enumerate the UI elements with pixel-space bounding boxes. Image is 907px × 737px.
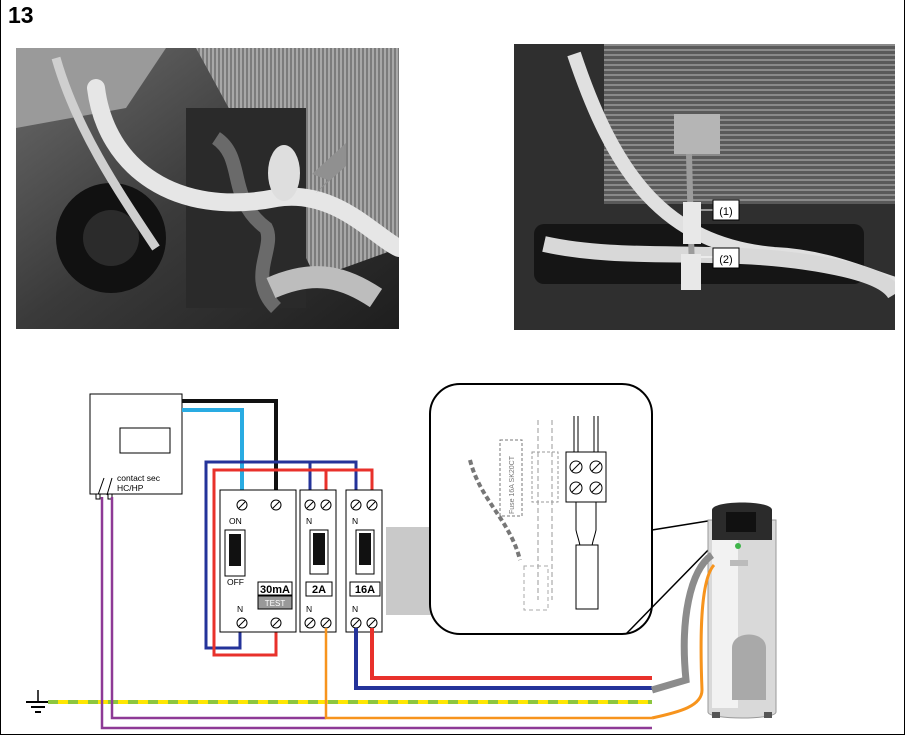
breaker-16a-neutral-label-bottom: N — [352, 604, 358, 614]
breaker-16a-neutral-label: N — [352, 516, 358, 526]
wire-blue-out — [354, 628, 652, 690]
rcd-rating: 30mA — [260, 584, 290, 596]
wire-cyan — [182, 408, 244, 498]
wire-red-out — [370, 628, 652, 680]
wire-purple-1 — [100, 497, 652, 730]
breaker-2a[interactable]: N 2A N — [299, 489, 337, 633]
wire-black — [182, 399, 278, 498]
breaker-16a-rating: 16A — [355, 584, 375, 596]
callout-2: (2) — [719, 254, 732, 266]
breaker-2a-neutral-label-bottom: N — [306, 604, 312, 614]
rcd-test-button[interactable]: TEST — [265, 599, 286, 608]
rcd-off-label: OFF — [227, 577, 244, 587]
rcd-neutral-label: N — [237, 604, 243, 614]
breaker-2a-rating: 2A — [312, 584, 326, 596]
inset-terminal-detail: Fuse 16A SK20CT — [429, 383, 715, 635]
wiring-diagram: contact sec HC/HP ON OFF N 30mA TEST N — [26, 383, 777, 730]
inset-fuse-label: Fuse 16A SK20CT — [509, 455, 516, 514]
wire-purple-2 — [110, 497, 326, 720]
breaker-2a-neutral-label: N — [306, 516, 312, 526]
callout-1: (1) — [719, 206, 732, 218]
breaker-16a[interactable]: N 16A N — [345, 489, 383, 633]
wire-orange — [324, 628, 652, 720]
arrow-icon — [312, 143, 346, 193]
rcd-30ma[interactable]: ON OFF N 30mA TEST — [219, 489, 297, 633]
contact-label-1: contact sec — [117, 473, 161, 483]
heat-pump-water-heater — [651, 502, 777, 720]
rcd-on-label: ON — [229, 516, 242, 526]
contact-label-2: HC/HP — [117, 483, 144, 493]
step-number: 13 — [8, 2, 34, 28]
photo-right-clamps: (1) (2) — [514, 44, 895, 330]
photo-left-coil-cable — [16, 48, 399, 329]
